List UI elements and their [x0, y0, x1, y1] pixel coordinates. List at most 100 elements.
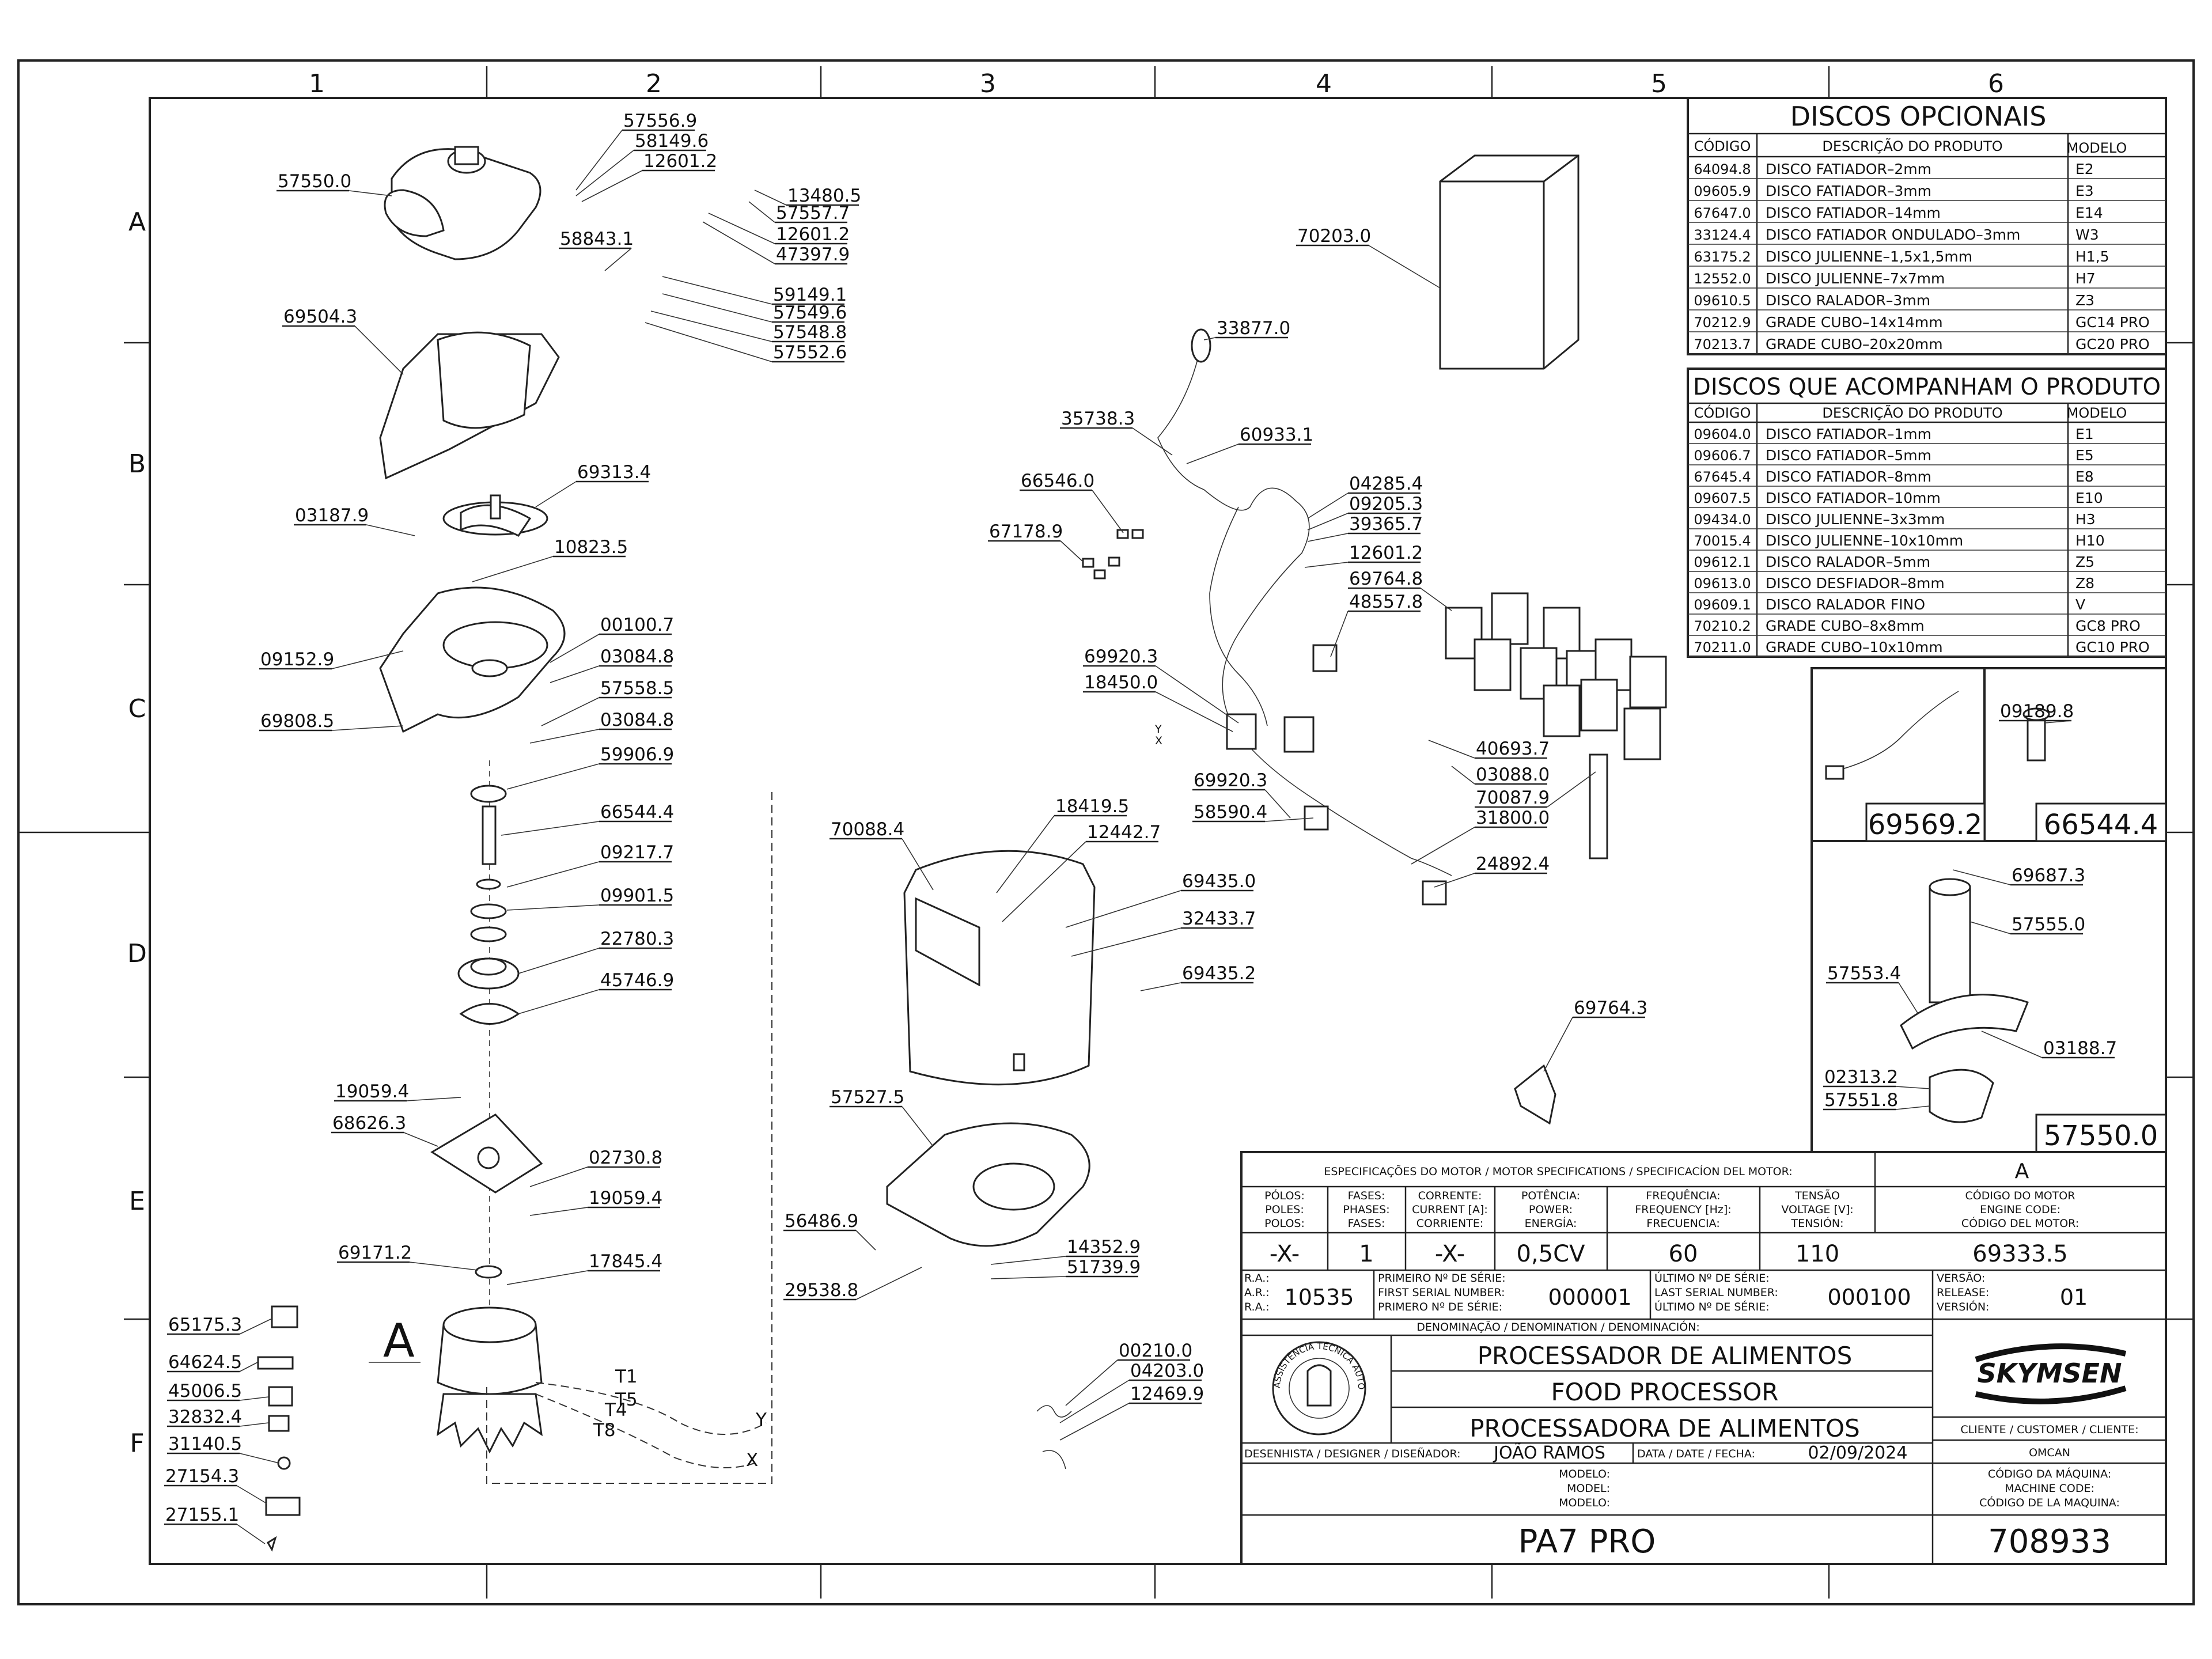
- first-serial-label: FIRST SERIAL NUMBER:: [1378, 1286, 1505, 1299]
- table-cell-description: DISCO FATIADOR–5mm: [1766, 447, 1931, 464]
- table-cell-code: 33124.4: [1694, 227, 1751, 243]
- part-number-callout: 57553.4: [1827, 963, 1901, 984]
- callout-leader: [1969, 921, 2011, 934]
- table-cell-model: GC8 PRO: [2075, 618, 2141, 634]
- part-number-callout: 45746.9: [600, 970, 674, 991]
- callout-leader: [1411, 827, 1475, 865]
- callout-leader: [403, 1132, 438, 1147]
- row-label: B: [128, 449, 146, 479]
- part-number-callout: 47397.9: [776, 244, 850, 265]
- table-cell-model: GC14 PRO: [2075, 314, 2150, 331]
- callout-leader: [990, 1256, 1066, 1265]
- ra-value: 10535: [1285, 1285, 1354, 1310]
- column-label: 5: [1651, 69, 1667, 99]
- last-serial-label: ÚLTIMO Nº DE SÉRIE:: [1654, 1300, 1770, 1313]
- wiring-harness: [1157, 328, 1452, 906]
- callout-leader: [1898, 982, 1919, 1014]
- table-cell-code: 67645.4: [1694, 469, 1751, 485]
- part-number-callout: 27154.3: [165, 1466, 239, 1487]
- table-cell-model: H3: [2075, 511, 2096, 528]
- wire-label: T1: [615, 1366, 638, 1387]
- callout-leader: [1434, 873, 1475, 888]
- callout-leader: [1547, 771, 1596, 808]
- callout-leader: [535, 481, 577, 507]
- table-cell-model: E2: [2075, 161, 2094, 177]
- table-cell-code: 09606.7: [1694, 448, 1751, 464]
- callout-leader: [1895, 1105, 1930, 1110]
- part-number-callout: 13480.5: [787, 185, 861, 206]
- callout-leader: [506, 861, 600, 888]
- motor-marker: A: [2015, 1160, 2029, 1183]
- part-number-callout: 24892.4: [1476, 854, 1550, 874]
- table-cell-description: DISCO DESFIADOR–8mm: [1766, 575, 1945, 592]
- motor-spec-value: 1: [1359, 1241, 1373, 1267]
- table-cell-model: E3: [2075, 183, 2094, 199]
- callout-leader: [239, 1453, 280, 1464]
- part-number-callout: 04203.0: [1130, 1361, 1204, 1381]
- left-assembly-artwork: [257, 146, 772, 1552]
- row-label: C: [128, 694, 146, 724]
- wire-label: T4: [604, 1400, 627, 1421]
- callout-leader: [1981, 1031, 2043, 1058]
- part-number-callout: 31800.0: [1476, 808, 1550, 828]
- designer-value: JOÃO RAMOS: [1493, 1442, 1605, 1463]
- callout-leader: [506, 1270, 588, 1285]
- part-number-callout: 69920.3: [1194, 770, 1267, 791]
- optional-discs-table: DISCOS OPCIONAIS CÓDIGO DESCRIÇÃO DO PRO…: [1687, 97, 2167, 355]
- table-cell-description: DISCO RALADOR FINO: [1766, 596, 1925, 613]
- part-number-callout: 57549.6: [773, 302, 847, 323]
- client-label: CLIENTE / CUSTOMER / CLIENTE:: [1960, 1423, 2138, 1436]
- motor-spec-value: 110: [1796, 1241, 1839, 1267]
- part-number-callout: 57558.5: [600, 678, 674, 699]
- callout-leader: [990, 1276, 1066, 1279]
- row-zone-markers: A B C D E F: [18, 207, 2194, 1458]
- table-cell-code: 70213.7: [1694, 336, 1751, 353]
- kit-label: 69569.2: [1868, 809, 1983, 841]
- part-number-callout: 40693.7: [1476, 738, 1550, 759]
- part-number-callout: 45006.5: [168, 1381, 242, 1402]
- callout-leader: [239, 1396, 269, 1401]
- callout-leader: [1420, 588, 1452, 611]
- callout-leader: [754, 190, 787, 206]
- table-cell-model: GC20 PRO: [2075, 336, 2150, 353]
- callout-leader: [1203, 337, 1216, 340]
- wire-label: Y: [1154, 723, 1162, 736]
- callout-leader: [1140, 982, 1181, 991]
- callout-leader: [529, 1166, 588, 1187]
- callout-leader: [1059, 1403, 1130, 1441]
- callout-leader: [1368, 245, 1441, 289]
- part-number-callout: 64624.5: [168, 1352, 242, 1373]
- cover-block-part: [1439, 154, 1580, 370]
- callout-leader: [902, 838, 934, 891]
- callout-leader: [1451, 766, 1475, 785]
- wire-label: T8: [593, 1420, 616, 1441]
- motor-spec-header: ENGINE CODE:: [1980, 1203, 2061, 1216]
- motor-spec-header: FREQUÊNCIA:: [1646, 1189, 1720, 1202]
- callout-leader: [2044, 720, 2072, 724]
- part-number-callout: 69920.3: [1084, 646, 1158, 667]
- table-cell-code: 70015.4: [1694, 533, 1751, 549]
- part-number-callout: 17845.4: [589, 1251, 662, 1272]
- callout-leader: [1060, 540, 1084, 562]
- table-header: DESCRIÇÃO DO PRODUTO: [1822, 137, 2002, 154]
- callout-leader: [409, 1262, 479, 1271]
- product-name-pt: PROCESSADOR DE ALIMENTOS: [1478, 1342, 1853, 1370]
- part-number-callout: 09189.8: [2000, 701, 2074, 722]
- table-cell-model: Z3: [2075, 292, 2094, 309]
- motor-spec-header: CÓDIGO DO MOTOR: [1965, 1188, 2075, 1202]
- table-cell-description: DISCO FATIADOR–2mm: [1766, 161, 1931, 177]
- part-number-callout: 03187.9: [295, 505, 369, 526]
- housing-part: [903, 850, 1096, 1086]
- motor-spec-header: FREQUENCY [Hz]:: [1635, 1203, 1731, 1216]
- part-number-callout: 03188.7: [2043, 1038, 2117, 1059]
- motor-spec-header: VOLTAGE [V]:: [1781, 1203, 1853, 1216]
- table-cell-model: E5: [2075, 447, 2094, 464]
- denomination-label: DENOMINAÇÃO / DENOMINATION / DENOMINACIÓ…: [1416, 1320, 1700, 1334]
- part-number-callout: 57548.8: [773, 322, 847, 343]
- part-number-callout: 32832.4: [168, 1407, 242, 1427]
- part-number-callout: 69435.0: [1182, 871, 1256, 892]
- machine-code-label: CÓDIGO DA MÁQUINA:: [1988, 1467, 2111, 1480]
- motor-spec-header: FASES:: [1348, 1190, 1385, 1202]
- part-number-callout: 02313.2: [1824, 1067, 1898, 1088]
- column-label: 4: [1316, 69, 1332, 99]
